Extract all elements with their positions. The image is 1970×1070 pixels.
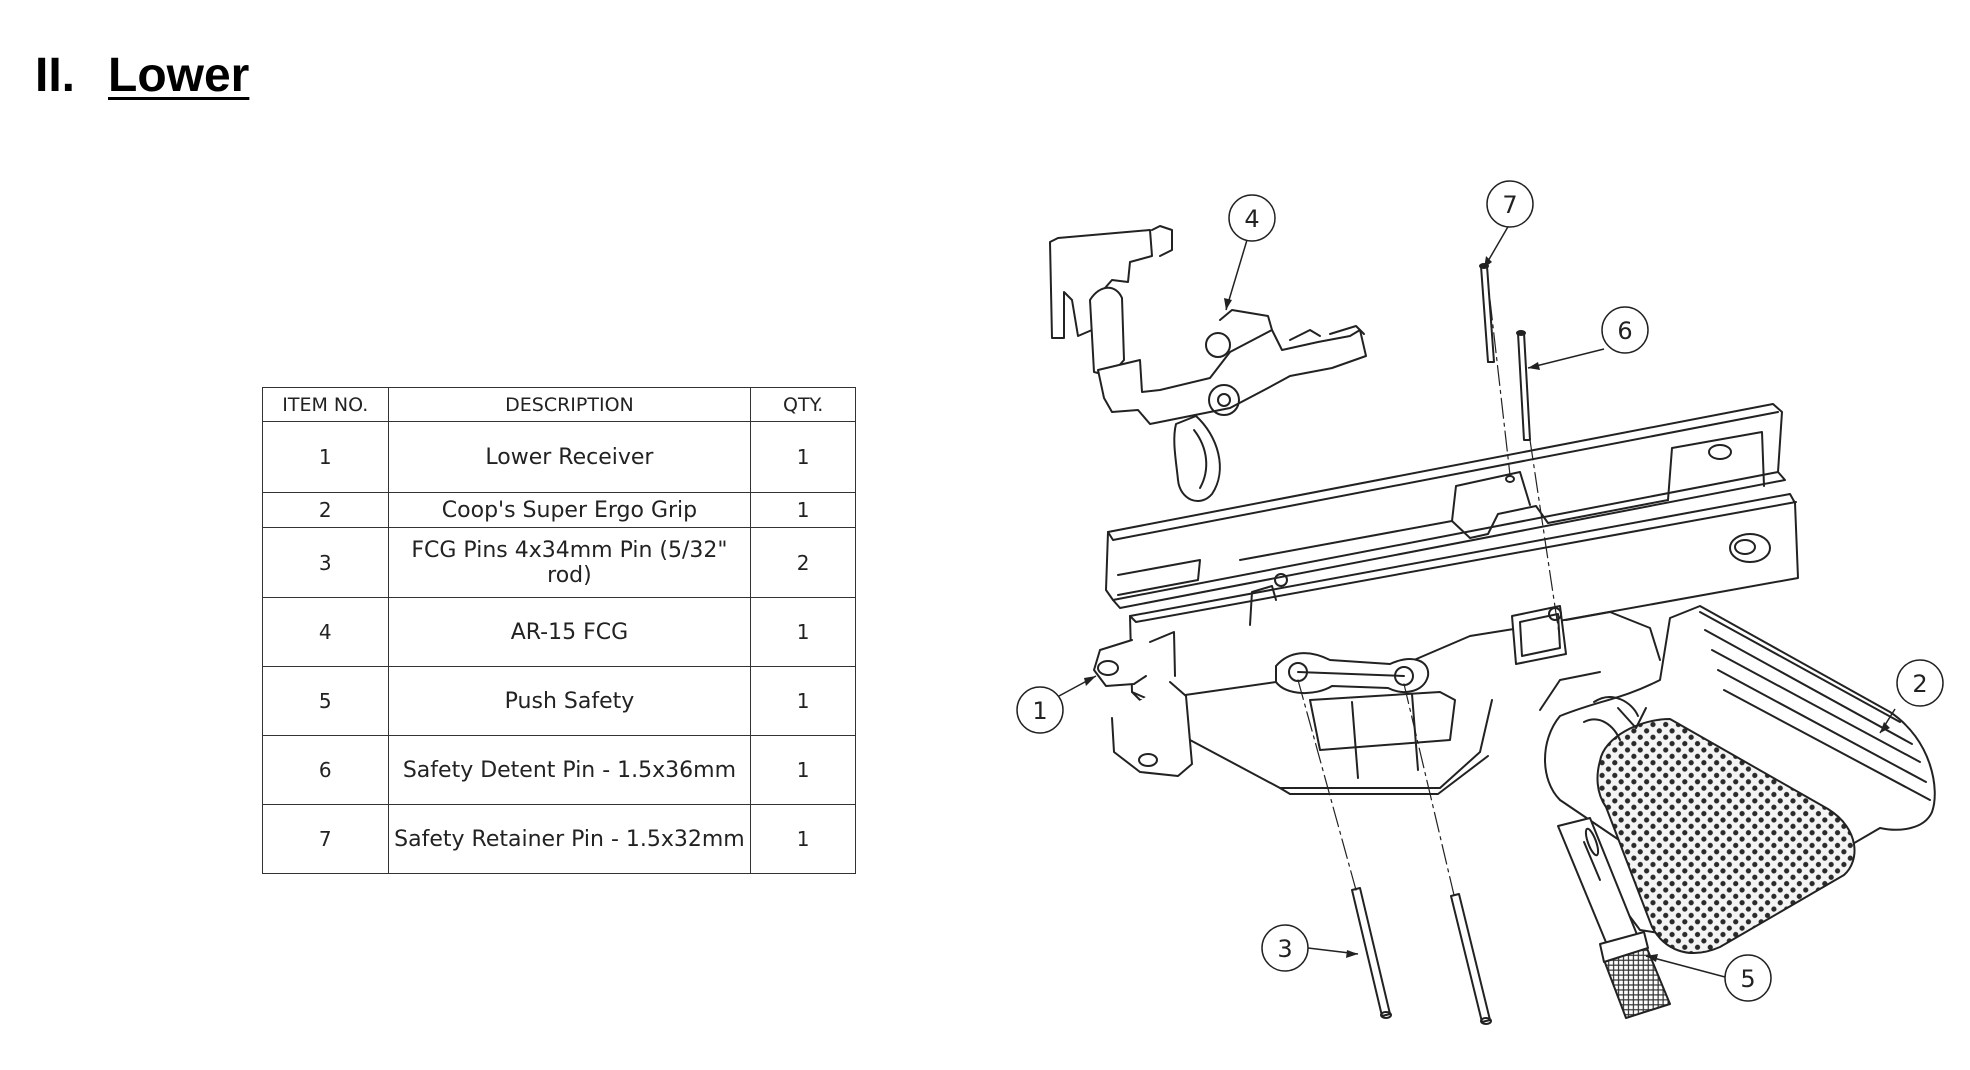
quantity-cell: 1 bbox=[750, 421, 856, 493]
quantity-cell: 1 bbox=[750, 666, 856, 736]
detent-pins-part bbox=[1479, 263, 1531, 441]
section-heading: II. Lower bbox=[35, 46, 249, 106]
item-number-cell: 3 bbox=[262, 527, 389, 598]
quantity-cell: 1 bbox=[750, 597, 856, 667]
lower-receiver-part bbox=[1093, 403, 1799, 795]
description-cell: FCG Pins 4x34mm Pin (5/32" rod) bbox=[387, 527, 752, 598]
description-cell: Safety Detent Pin - 1.5x36mm bbox=[387, 735, 752, 805]
table-row: 2 Coop's Super Ergo Grip 1 bbox=[262, 492, 856, 528]
balloon-4: 4 bbox=[1228, 194, 1276, 242]
table-header-row: ITEM NO. DESCRIPTION QTY. bbox=[262, 387, 856, 422]
column-header-qty: QTY. bbox=[750, 387, 856, 422]
bill-of-materials-table: ITEM NO. DESCRIPTION QTY. 1 Lower Receiv… bbox=[262, 387, 856, 874]
table-row: 7 Safety Retainer Pin - 1.5x32mm 1 bbox=[262, 804, 856, 874]
fcg-part bbox=[1049, 225, 1367, 502]
item-number-cell: 5 bbox=[262, 666, 389, 736]
balloon-label: 7 bbox=[1502, 191, 1517, 219]
table-row: 1 Lower Receiver 1 bbox=[262, 421, 856, 493]
description-cell: Coop's Super Ergo Grip bbox=[387, 492, 752, 528]
super-ergo-grip-part bbox=[1544, 605, 1936, 955]
quantity-cell: 1 bbox=[750, 492, 856, 528]
description-cell: Push Safety bbox=[387, 666, 752, 736]
item-number-cell: 2 bbox=[262, 492, 389, 528]
balloon-3: 3 bbox=[1261, 924, 1309, 972]
section-title: Lower bbox=[108, 49, 250, 102]
balloon-5: 5 bbox=[1724, 954, 1772, 1002]
balloon-2: 2 bbox=[1896, 659, 1944, 707]
push-safety-part bbox=[1557, 817, 1671, 1019]
balloon-label: 1 bbox=[1032, 697, 1047, 725]
quantity-cell: 1 bbox=[750, 804, 856, 874]
section-number: II. bbox=[35, 49, 76, 102]
table-row: 5 Push Safety 1 bbox=[262, 666, 856, 736]
balloon-label: 3 bbox=[1277, 935, 1292, 963]
balloon-label: 2 bbox=[1912, 670, 1927, 698]
table-row: 3 FCG Pins 4x34mm Pin (5/32" rod) 2 bbox=[262, 527, 856, 598]
column-header-item-no: ITEM NO. bbox=[262, 387, 389, 422]
item-number-cell: 6 bbox=[262, 735, 389, 805]
balloon-6: 6 bbox=[1601, 306, 1649, 354]
balloon-label: 4 bbox=[1244, 205, 1259, 233]
item-number-cell: 4 bbox=[262, 597, 389, 667]
table-row: 4 AR-15 FCG 1 bbox=[262, 597, 856, 667]
quantity-cell: 2 bbox=[750, 527, 856, 598]
balloon-label: 6 bbox=[1617, 317, 1632, 345]
balloon-7: 7 bbox=[1486, 180, 1534, 228]
fcg-pin-part bbox=[1351, 887, 1492, 1025]
description-cell: Safety Retainer Pin - 1.5x32mm bbox=[387, 804, 752, 874]
description-cell: Lower Receiver bbox=[387, 421, 752, 493]
balloon-1: 1 bbox=[1016, 686, 1064, 734]
balloon-label: 5 bbox=[1740, 965, 1755, 993]
